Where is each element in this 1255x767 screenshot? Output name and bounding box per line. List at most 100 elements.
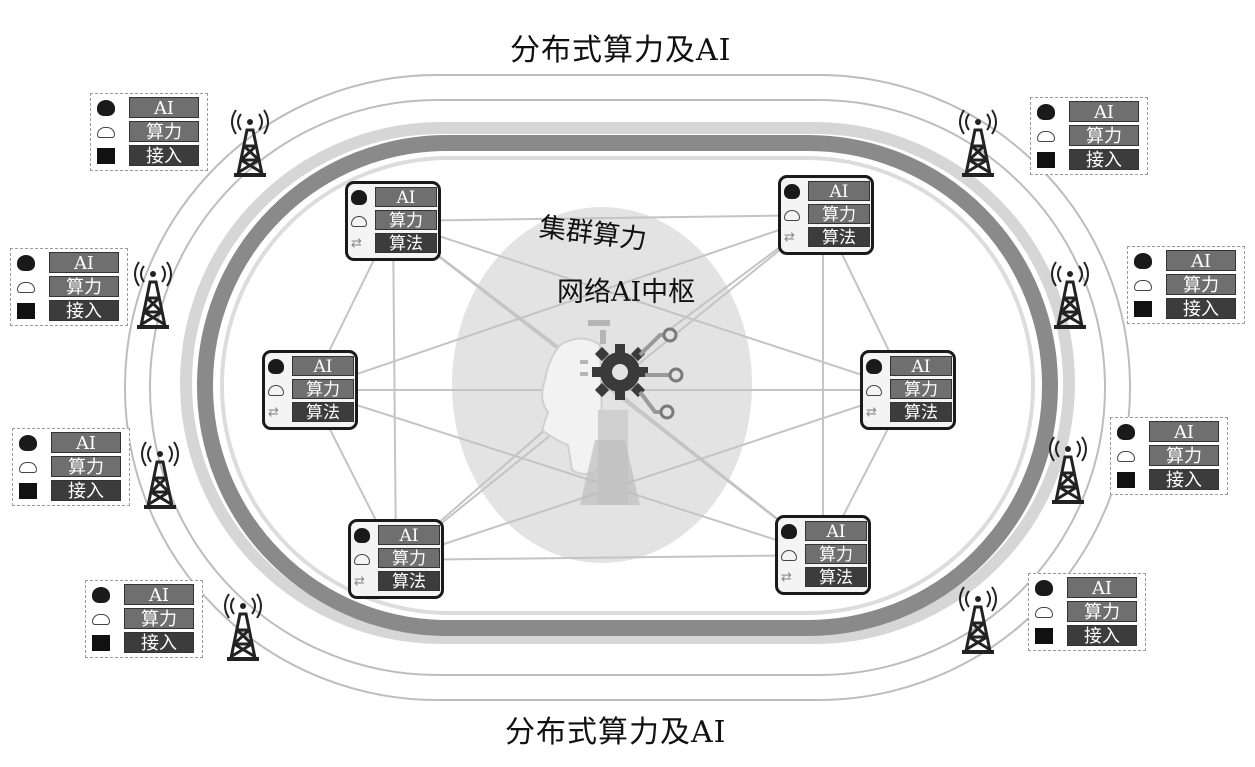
node-algorithm-label: 算法 <box>378 571 440 592</box>
cloud-icon <box>92 614 110 625</box>
cluster-node: AI 算力 ⇄ 算法 <box>345 181 441 261</box>
tag-access-label: 接入 <box>124 632 194 654</box>
cluster-node: AI 算力 ⇄ 算法 <box>778 175 874 255</box>
head-icon <box>1117 424 1135 440</box>
head-icon <box>784 184 800 199</box>
tag-ai-label: AI <box>1067 577 1137 599</box>
arrows-icon: ⇄ <box>866 405 877 420</box>
head-icon <box>1134 253 1152 269</box>
tag-compute-label: 算力 <box>1166 274 1236 296</box>
arrows-icon: ⇄ <box>268 405 279 420</box>
cluster-node: AI 算力 ⇄ 算法 <box>775 515 871 595</box>
access-block-icon <box>1037 152 1055 168</box>
tag-compute-label: 算力 <box>49 276 119 298</box>
node-compute-label: 算力 <box>890 379 952 400</box>
antenna-tower-icon <box>134 261 172 329</box>
edge-tag: AI 算力 接入 <box>90 93 208 171</box>
tag-ai-label: AI <box>1069 101 1139 123</box>
node-ai-label: AI <box>378 525 440 546</box>
node-ai-label: AI <box>375 187 437 208</box>
tag-access-label: 接入 <box>1069 149 1139 171</box>
head-icon <box>17 255 35 271</box>
tag-compute-label: 算力 <box>51 456 121 478</box>
node-ai-label: AI <box>808 181 870 202</box>
tag-access-label: 接入 <box>1149 469 1219 491</box>
cloud-icon <box>354 554 370 565</box>
tag-compute-label: 算力 <box>1069 125 1139 147</box>
node-ai-label: AI <box>890 356 952 377</box>
arrows-icon: ⇄ <box>354 574 365 589</box>
cloud-icon <box>1037 131 1055 142</box>
antenna-tower-icon <box>1051 261 1089 329</box>
head-icon <box>351 190 367 205</box>
antenna-tower-icon <box>1049 436 1087 504</box>
cloud-icon <box>97 127 115 138</box>
head-icon <box>781 524 797 539</box>
node-algorithm-label: 算法 <box>375 233 437 254</box>
access-block-icon <box>17 303 35 319</box>
cluster-node: AI 算力 ⇄算法 <box>348 519 444 599</box>
tag-ai-label: AI <box>1149 421 1219 443</box>
top-title: 分布式算力及AI <box>510 33 732 68</box>
antenna-tower-icon <box>959 586 997 654</box>
node-ai-label: AI <box>292 356 354 377</box>
tag-compute-label: 算力 <box>129 121 199 143</box>
middle-ring <box>149 99 1106 676</box>
tag-access-label: 接入 <box>49 300 119 322</box>
arrows-icon: ⇄ <box>351 236 362 251</box>
access-block-icon <box>97 148 115 164</box>
cloud-icon <box>351 216 367 227</box>
cloud-icon <box>268 385 284 396</box>
cloud-icon <box>19 462 37 473</box>
antenna-tower-icon <box>224 593 262 661</box>
cloud-icon <box>781 550 797 561</box>
access-block-icon <box>1035 628 1053 644</box>
cloud-icon <box>866 385 882 396</box>
cloud-icon <box>17 282 35 293</box>
arrows-icon: ⇄ <box>781 570 792 585</box>
antenna-tower-icon <box>141 441 179 509</box>
tag-ai-label: AI <box>51 432 121 454</box>
tag-compute-label: 算力 <box>1067 601 1137 623</box>
head-icon <box>268 359 284 374</box>
head-icon <box>866 359 882 374</box>
edge-tag: AI 算力 接入 <box>10 248 128 326</box>
node-algorithm-label: 算法 <box>808 227 870 248</box>
node-compute-label: 算力 <box>805 544 867 565</box>
network-ai-hub-label: 网络AI中枢 <box>557 277 696 308</box>
tag-ai-label: AI <box>49 252 119 274</box>
edge-tag: AI 算力 接入 <box>1028 573 1146 651</box>
edge-tag: AI 算力 接入 <box>1127 246 1245 324</box>
tag-access-label: 接入 <box>129 145 199 167</box>
inner-light-ring <box>180 122 1075 644</box>
edge-tag: AI 算力 接入 <box>1030 97 1148 175</box>
edge-tag: AI 算力 接入 <box>1110 417 1228 495</box>
edge-tag: AI 算力 接入 <box>85 580 203 658</box>
cloud-icon <box>1117 451 1135 462</box>
head-icon <box>97 100 115 116</box>
bottom-title: 分布式算力及AI <box>505 715 727 750</box>
tag-access-label: 接入 <box>1067 625 1137 647</box>
node-compute-label: 算力 <box>375 210 437 231</box>
antenna-towers <box>134 109 1089 661</box>
arrows-icon: ⇄ <box>784 230 795 245</box>
cloud-icon <box>1134 280 1152 291</box>
node-algorithm-label: 算法 <box>805 567 867 588</box>
ai-brain-gear-icon <box>540 320 684 505</box>
inner-track-edge <box>220 156 1035 615</box>
node-ai-label: AI <box>805 521 867 542</box>
access-block-icon <box>1134 301 1152 317</box>
cluster-node: AI 算力 ⇄算法 <box>262 350 358 430</box>
access-block-icon <box>1117 472 1135 488</box>
cloud-icon <box>1035 607 1053 618</box>
cluster-node: AI 算力 ⇄算法 <box>860 350 956 430</box>
head-icon <box>92 587 110 603</box>
node-compute-label: 算力 <box>292 379 354 400</box>
tag-ai-label: AI <box>124 584 194 606</box>
tag-access-label: 接入 <box>51 480 121 502</box>
access-block-icon <box>92 635 110 651</box>
node-compute-label: 算力 <box>808 204 870 225</box>
antenna-tower-icon <box>959 109 997 177</box>
antenna-tower-icon <box>231 109 269 177</box>
